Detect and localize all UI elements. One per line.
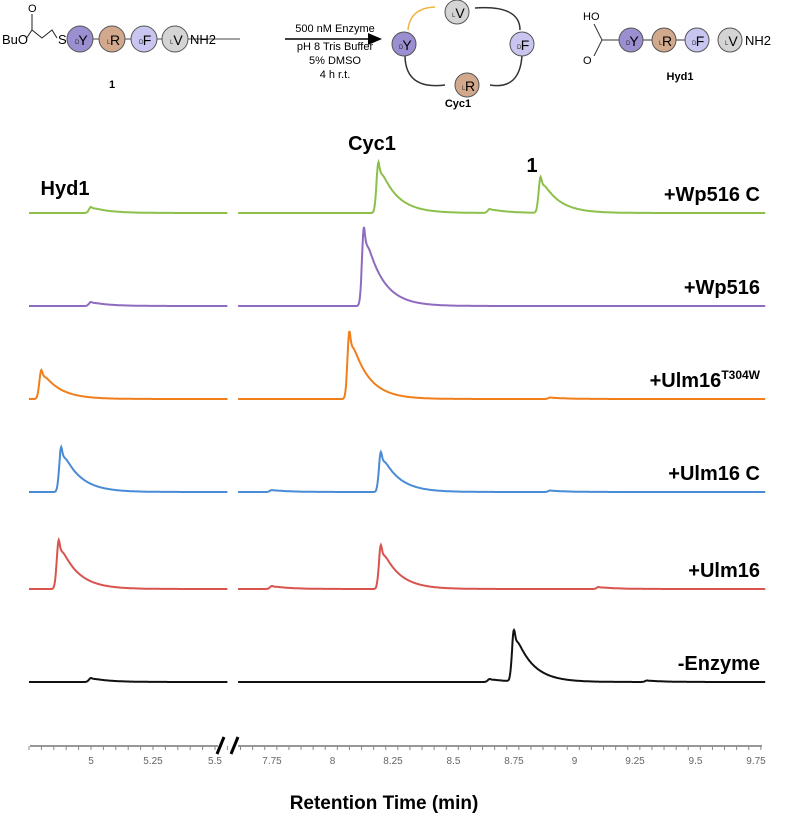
series-label: +Wp516 C: [664, 184, 760, 206]
svg-text:F: F: [696, 33, 705, 49]
svg-text:D: D: [399, 45, 404, 51]
svg-text:R: R: [662, 33, 672, 49]
condition-text: pH 8 Tris Buffer: [297, 41, 374, 53]
svg-text:F: F: [521, 37, 530, 53]
tick-label: 9: [572, 756, 578, 767]
svg-text:L: L: [170, 40, 174, 46]
series-label: +Ulm16 C: [668, 463, 760, 485]
arrow-icon: [368, 33, 382, 45]
reactant-prefix: BuO: [2, 32, 28, 47]
svg-text:Y: Y: [78, 32, 88, 48]
trace-5-segment-1: [238, 627, 766, 683]
peak-label: 1: [526, 155, 537, 177]
trace-0-segment-1: [238, 158, 766, 214]
product-label: Cyc1: [445, 98, 471, 110]
tick-label: 5: [88, 756, 94, 767]
svg-text:F: F: [143, 32, 152, 48]
svg-text:L: L: [659, 41, 663, 47]
condition-text: 500 nM Enzyme: [295, 23, 374, 35]
hydrolysis-label: Hyd1: [667, 71, 694, 83]
svg-text:V: V: [455, 5, 465, 21]
trace-2-segment-0: [29, 367, 228, 400]
svg-text:L: L: [452, 13, 456, 19]
svg-text:NH2: NH2: [745, 33, 771, 48]
trace-3-segment-1: [238, 449, 766, 493]
svg-text:D: D: [75, 40, 80, 46]
axis-break-icon: [215, 736, 240, 755]
tick-label: 8.25: [383, 756, 403, 767]
trace-0-segment-0: [29, 205, 228, 214]
svg-text:HO: HO: [583, 11, 600, 23]
trace-1-segment-0: [29, 300, 228, 307]
svg-text:D: D: [139, 40, 144, 46]
tick-label: 9.5: [689, 756, 703, 767]
svg-text:R: R: [465, 78, 475, 94]
svg-text:R: R: [110, 32, 120, 48]
trace-5-segment-0: [29, 676, 228, 683]
svg-text:Y: Y: [629, 33, 639, 49]
tick-label: 5.5: [208, 756, 222, 767]
tick-label: 8.5: [447, 756, 461, 767]
trace-1-segment-1: [238, 226, 766, 307]
svg-text:O: O: [28, 3, 37, 15]
svg-text:D: D: [517, 45, 522, 51]
series-label: +Wp516: [684, 277, 760, 299]
cyc-residue-y: DY: [391, 31, 417, 57]
tick-label: 9.75: [746, 756, 766, 767]
svg-text:D: D: [692, 41, 697, 47]
series-label: -Enzyme: [678, 653, 760, 675]
peak-label: Hyd1: [41, 178, 90, 200]
svg-text:Y: Y: [402, 37, 412, 53]
svg-text:L: L: [725, 41, 729, 47]
tick-label: 5.25: [143, 756, 163, 767]
reactant-label: 1: [109, 79, 115, 91]
trace-4-segment-0: [29, 536, 228, 590]
svg-text:D: D: [626, 41, 631, 47]
tick-label: 9.25: [625, 756, 645, 767]
trace-4-segment-1: [238, 542, 766, 590]
svg-text:L: L: [462, 86, 466, 92]
x-axis-label: Retention Time (min): [290, 793, 479, 814]
residue-0: DY: [66, 25, 94, 53]
tick-label: 8.75: [504, 756, 524, 767]
series-label: +Ulm16T304W: [650, 368, 761, 392]
trace-2-segment-1: [238, 330, 766, 400]
svg-text:V: V: [173, 32, 183, 48]
tick-label: 7.75: [262, 756, 282, 767]
condition-text: 4 h r.t.: [320, 69, 351, 81]
tick-label: 8: [330, 756, 336, 767]
svg-text:NH2: NH2: [190, 32, 216, 47]
svg-text:O: O: [583, 55, 592, 67]
svg-text:L: L: [107, 40, 111, 46]
hyd-residue-0: DY: [618, 27, 644, 53]
trace-3-segment-0: [29, 444, 228, 493]
svg-text:V: V: [728, 33, 738, 49]
series-label: +Ulm16: [688, 560, 760, 582]
svg-text:S: S: [58, 32, 67, 47]
condition-text: 5% DMSO: [309, 55, 361, 67]
peak-label: Cyc1: [348, 133, 396, 155]
